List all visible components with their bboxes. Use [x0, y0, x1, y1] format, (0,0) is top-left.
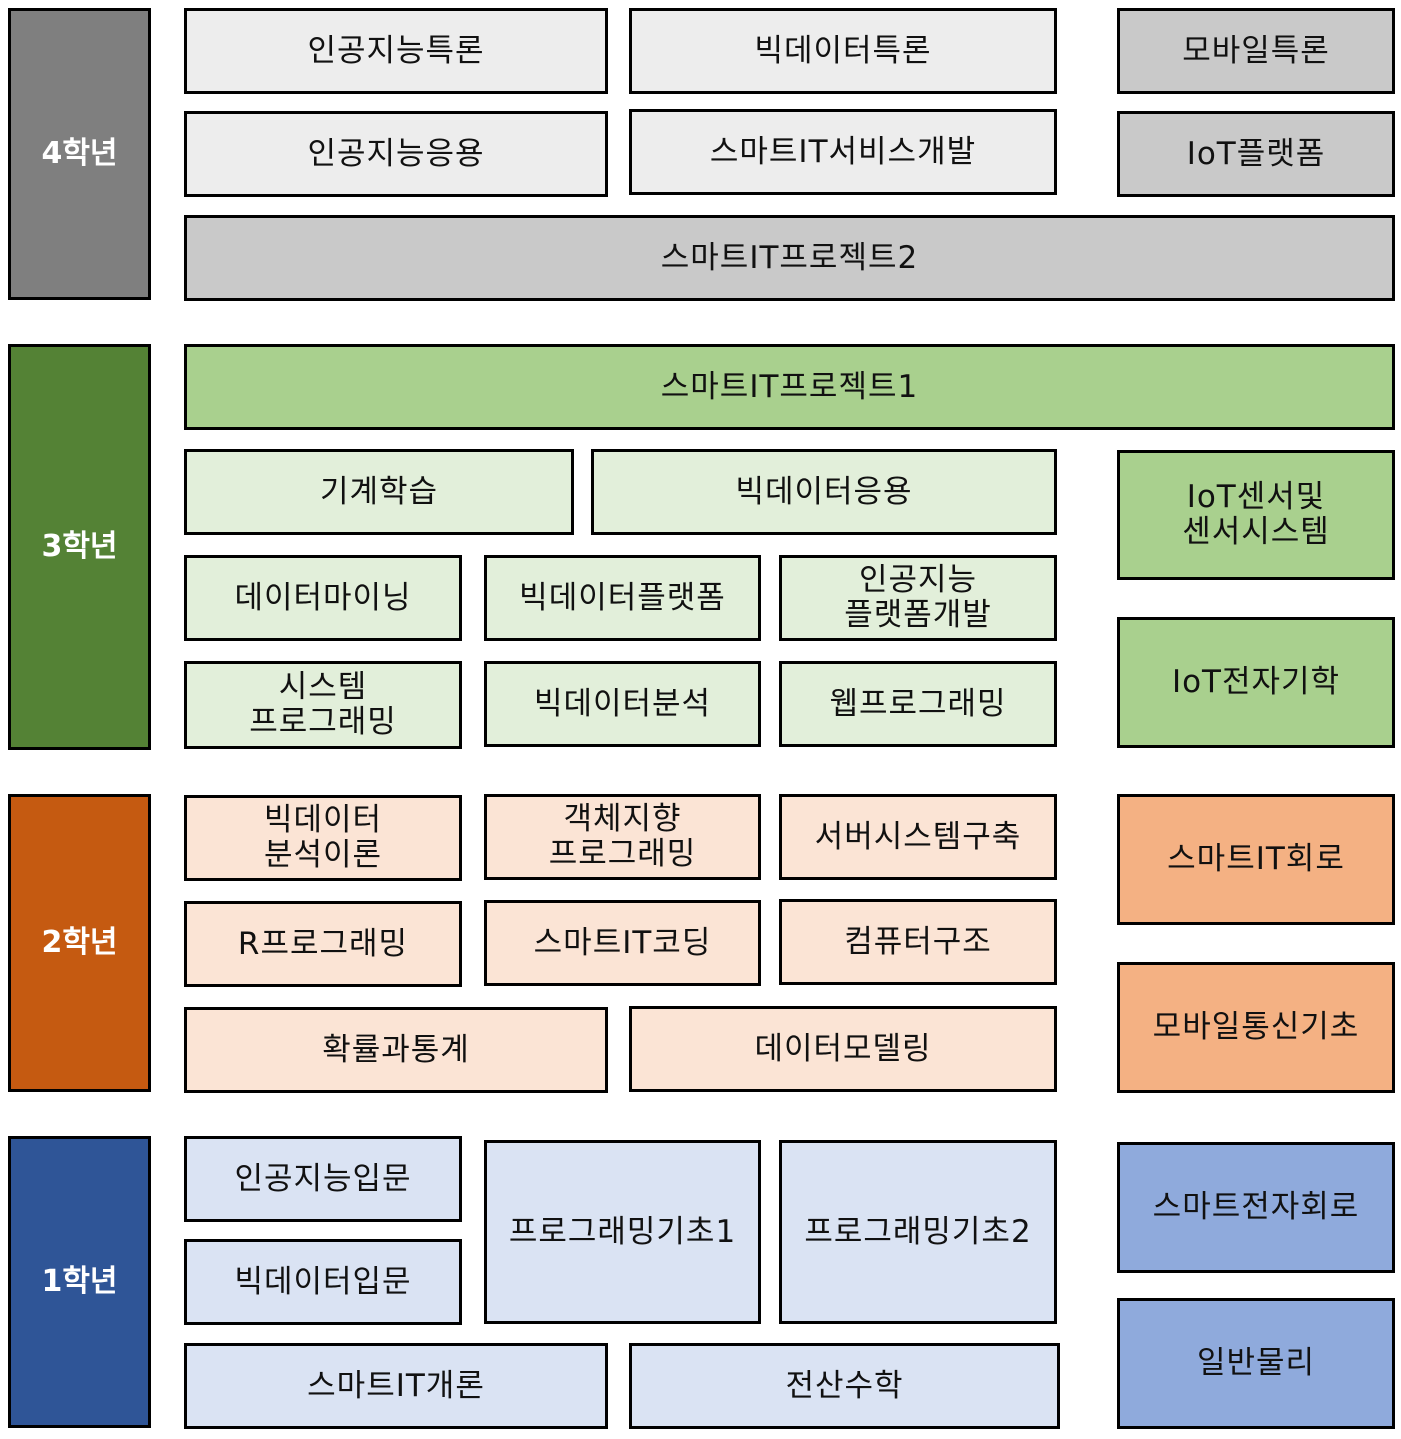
course-bigdata-analysis: 빅데이터분석: [484, 661, 761, 747]
course-ai-platform-dev: 인공지능 플랫폼개발: [779, 555, 1057, 641]
course-smart-it-service-dev: 스마트IT서비스개발: [629, 109, 1057, 195]
course-bigdata-intro: 빅데이터입문: [184, 1239, 462, 1325]
course-iot-sensor-system: IoT센서및 센서시스템: [1117, 450, 1395, 580]
course-machine-learning: 기계학습: [184, 449, 574, 535]
course-smart-it-circuit: 스마트IT회로: [1117, 794, 1395, 925]
course-general-physics: 일반물리: [1117, 1298, 1395, 1429]
course-programming-basics2: 프로그래밍기초2: [779, 1140, 1057, 1324]
course-bigdata-platform: 빅데이터플랫폼: [484, 555, 761, 641]
course-computer-architecture: 컴퓨터구조: [779, 899, 1057, 985]
course-programming-basics1: 프로그래밍기초1: [484, 1140, 761, 1324]
course-system-programming: 시스템 프로그래밍: [184, 661, 462, 749]
course-iot-platform: IoT플랫폼: [1117, 111, 1395, 197]
year-2-label: 2학년: [8, 794, 151, 1092]
year-4-label: 4학년: [8, 8, 151, 300]
course-mobile-comm-basics: 모바일통신기초: [1117, 962, 1395, 1093]
course-probability-statistics: 확률과통계: [184, 1007, 608, 1093]
course-ai-special: 인공지능특론: [184, 8, 608, 94]
course-iot-electronics: IoT전자기학: [1117, 617, 1395, 748]
course-mobile-special: 모바일특론: [1117, 8, 1395, 94]
course-smart-it-project2: 스마트IT프로젝트2: [184, 215, 1395, 301]
course-bigdata-application: 빅데이터응용: [591, 449, 1057, 535]
course-smart-it-coding: 스마트IT코딩: [484, 900, 761, 986]
course-smart-it-project1: 스마트IT프로젝트1: [184, 344, 1395, 430]
course-bigdata-analysis-theory: 빅데이터 분석이론: [184, 795, 462, 881]
course-server-system: 서버시스템구축: [779, 794, 1057, 880]
course-web-programming: 웹프로그래밍: [779, 661, 1057, 747]
year-1-label: 1학년: [8, 1136, 151, 1428]
course-smart-electronic-circuit: 스마트전자회로: [1117, 1142, 1395, 1273]
course-smart-it-intro: 스마트IT개론: [184, 1343, 608, 1429]
year-3-label: 3학년: [8, 344, 151, 750]
course-computational-math: 전산수학: [629, 1343, 1060, 1429]
course-oop: 객체지향 프로그래밍: [484, 794, 761, 880]
course-data-mining: 데이터마이닝: [184, 555, 462, 641]
course-ai-intro: 인공지능입문: [184, 1136, 462, 1222]
course-data-modeling: 데이터모델링: [629, 1006, 1057, 1092]
course-ai-application: 인공지능응용: [184, 111, 608, 197]
course-bigdata-special: 빅데이터특론: [629, 8, 1057, 94]
course-r-programming: R프로그래밍: [184, 901, 462, 987]
